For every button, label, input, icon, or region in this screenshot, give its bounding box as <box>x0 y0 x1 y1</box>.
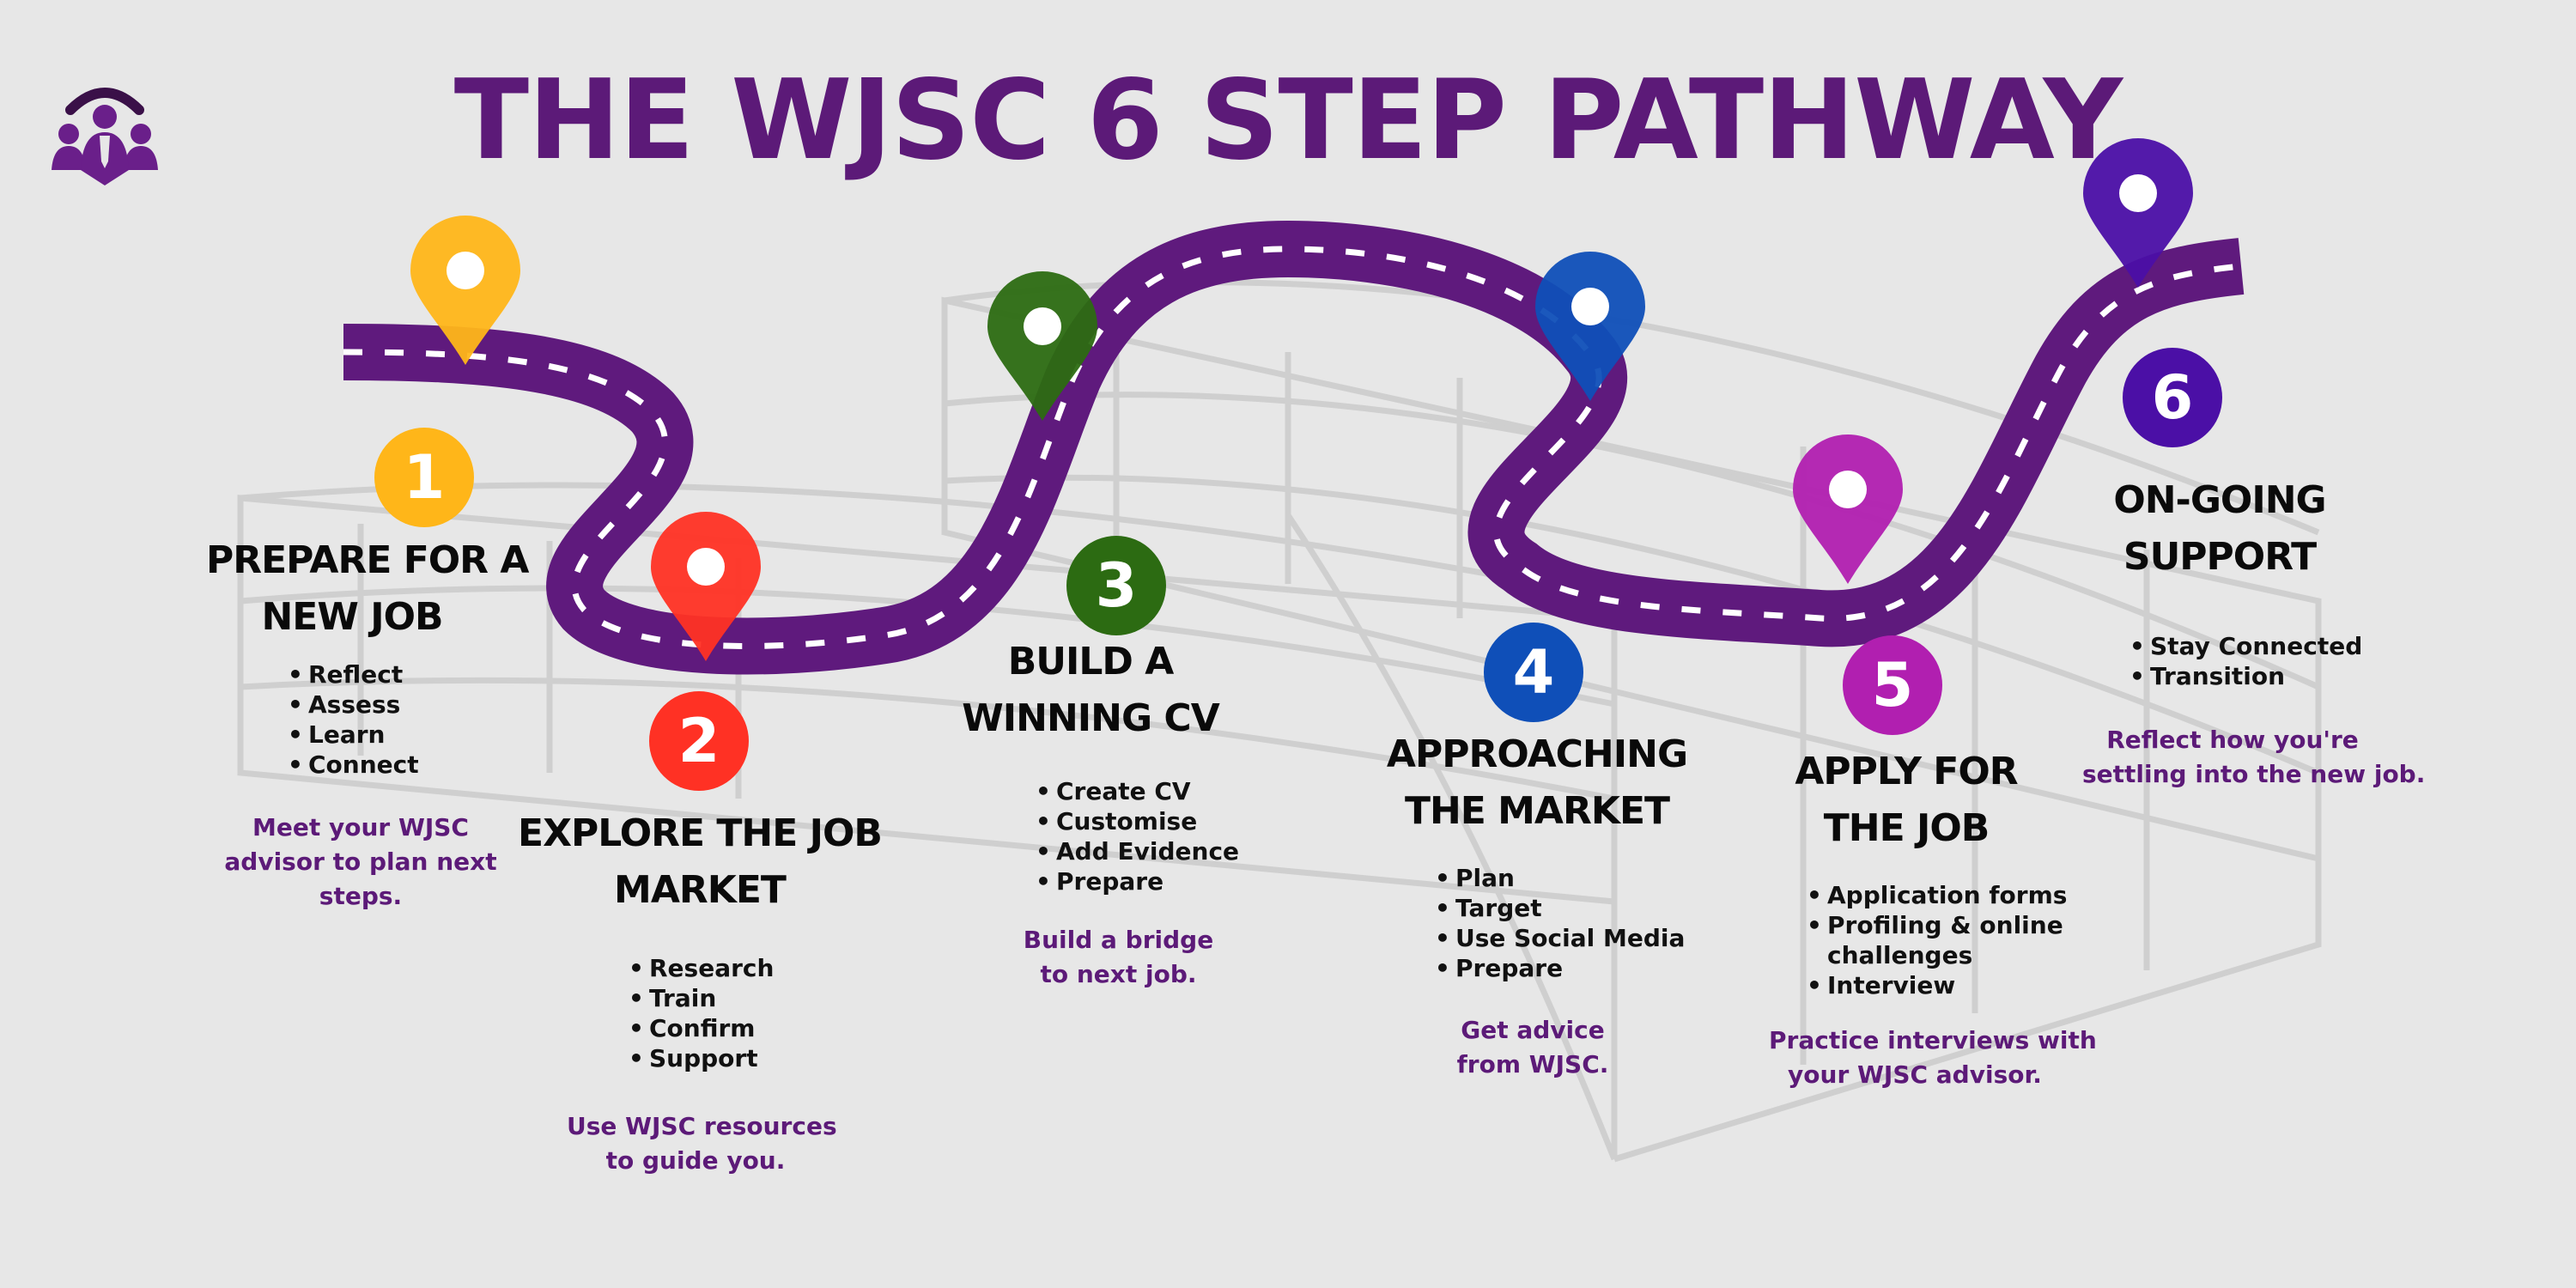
step-heading-line: BUILD A <box>1007 640 1175 683</box>
step-number-badge: 3 <box>1066 536 1166 635</box>
step-note: Use WJSC resources to guide you. <box>567 1109 837 1178</box>
step-note: Get advice from WJSC. <box>1451 1013 1614 1082</box>
step-note-line: steps. <box>319 882 403 910</box>
step-bullet-item: Transition <box>2129 661 2362 691</box>
step-note-line: Use WJSC resources <box>567 1112 837 1140</box>
step-bullet-item: Profiling & online <box>1807 910 2067 940</box>
step-heading: PREPARE FOR A NEW JOB <box>206 532 529 646</box>
step-bullet-item: challenges <box>1827 941 1973 969</box>
step-heading-line: EXPLORE THE JOB <box>518 811 883 855</box>
map-pin-icon <box>987 271 1097 421</box>
step-bullet-item: Customise <box>1036 806 1239 836</box>
step-heading-line: APPLY FOR <box>1795 750 2018 793</box>
step-bullet-item: Target <box>1435 893 1685 923</box>
step-heading-line: WINNING CV <box>962 696 1220 740</box>
map-pin-icon <box>1535 252 1645 401</box>
step-heading: EXPLORE THE JOB MARKET <box>515 805 884 919</box>
step-note-line: settling into the new job. <box>2082 760 2426 788</box>
step-note-line: to next job. <box>1040 960 1197 988</box>
step-bullet-item: Interview <box>1807 970 2067 1000</box>
step-bullet-item: Prepare <box>1036 866 1239 896</box>
step-bullet-item: Stay Connected <box>2129 631 2362 661</box>
map-pin-icon <box>1793 434 1903 584</box>
step-note-line: Practice interviews with <box>1769 1026 2097 1054</box>
step-bullet-item: Support <box>629 1043 774 1073</box>
step-note: Practice interviews with your WJSC adviso… <box>1769 1024 2097 1092</box>
step-bullet-item: Connect <box>288 750 419 780</box>
step-heading-line: ON-GOING <box>2113 478 2326 522</box>
step-bullet-list: Application formsProfiling & onlinechall… <box>1807 880 2067 1000</box>
step-heading: APPLY FOR THE JOB <box>1765 744 2048 857</box>
step-note-line: Get advice <box>1461 1016 1605 1044</box>
step-note-line: Reflect how you're <box>2106 726 2359 754</box>
step-bullet-item: Train <box>629 983 774 1013</box>
step-heading-line: APPROACHING <box>1386 732 1688 776</box>
step-heading-line: SUPPORT <box>2123 535 2317 579</box>
map-pin-icon <box>410 216 520 365</box>
step-bullet-list: ReflectAssessLearnConnect <box>288 659 419 780</box>
step-bullet-item: Create CV <box>1036 776 1239 806</box>
step-heading-line: THE MARKET <box>1404 789 1670 833</box>
step-note-line: Meet your WJSC <box>252 813 469 841</box>
step-bullet-item: Confirm <box>629 1013 774 1043</box>
map-pin-icon <box>2083 138 2193 288</box>
step-heading: APPROACHING THE MARKET <box>1365 726 1709 840</box>
step-bullet-list: Stay ConnectedTransition <box>2129 631 2362 691</box>
step-bullet-item: Add Evidence <box>1036 836 1239 866</box>
step-bullet-item: Application forms <box>1807 880 2067 910</box>
step-note-line: to guide you. <box>605 1146 786 1175</box>
step-bullet-item: Learn <box>288 720 419 750</box>
step-number-badge: 2 <box>649 691 749 791</box>
step-note-line: your WJSC advisor. <box>1788 1060 2042 1089</box>
step-note-line: advisor to plan next <box>224 848 497 876</box>
page-title: THE WJSC 6 STEP PATHWAY <box>453 57 2123 185</box>
step-heading: BUILD A WINNING CV <box>949 634 1232 747</box>
step-heading-line: PREPARE FOR A <box>206 538 529 582</box>
step-heading-line: THE JOB <box>1823 806 1990 850</box>
step-note-line: from WJSC. <box>1456 1050 1609 1078</box>
step-heading-line: NEW JOB <box>261 595 443 639</box>
step-bullet-item: Plan <box>1435 863 1685 893</box>
step-number-badge: 6 <box>2123 348 2222 447</box>
step-bullet-list: ResearchTrainConfirmSupport <box>629 953 774 1073</box>
step-bullet-item: Research <box>629 953 774 983</box>
step-note: Meet your WJSC advisor to plan next steps. <box>219 811 502 914</box>
map-pin-icon <box>651 512 761 661</box>
step-bullet-item: Use Social Media <box>1435 923 1685 953</box>
step-bullet-list: PlanTargetUse Social MediaPrepare <box>1435 863 1685 983</box>
step-heading: ON-GOING SUPPORT <box>2095 472 2344 586</box>
step-note: Build a bridge to next job. <box>1022 923 1215 992</box>
step-bullet-item: Assess <box>288 690 419 720</box>
step-bullet-list: Create CVCustomiseAdd EvidencePrepare <box>1036 776 1239 896</box>
people-group-logo-icon <box>52 88 158 185</box>
step-note: Reflect how you're settling into the new … <box>2082 723 2426 792</box>
step-bullet-item: Reflect <box>288 659 419 690</box>
step-bullet-item: Prepare <box>1435 953 1685 983</box>
step-number-badge: 5 <box>1843 635 1942 735</box>
step-number-badge: 1 <box>374 428 474 527</box>
step-number-badge: 4 <box>1484 623 1583 722</box>
step-note-line: Build a bridge <box>1023 926 1214 954</box>
step-heading-line: MARKET <box>614 868 787 912</box>
